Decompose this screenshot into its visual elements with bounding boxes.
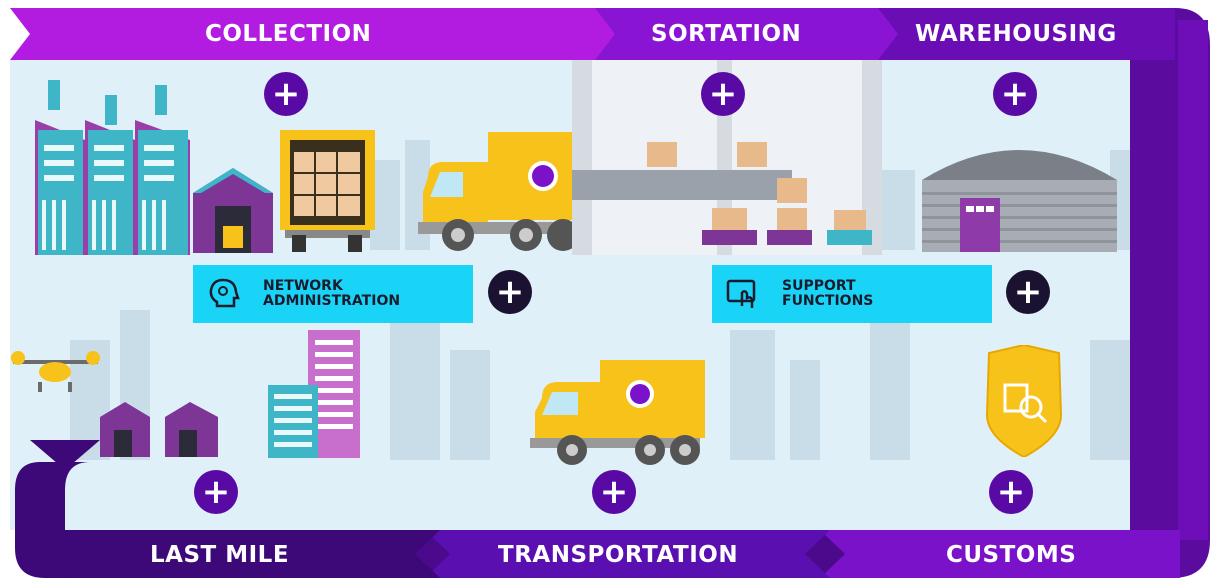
warehouse-hangar-illustration: [922, 150, 1117, 252]
drone-illustration: [11, 351, 100, 392]
function-box-network-administration[interactable]: NETWORK ADMINISTRATION: [193, 265, 473, 323]
function-label-support-functions: SUPPORT FUNCTIONS: [782, 279, 873, 309]
expand-customs-button[interactable]: +: [989, 470, 1033, 514]
function-label-line2: FUNCTIONS: [782, 293, 874, 309]
stage-label-sortation: SORTATION: [651, 21, 802, 47]
factory-illustration: [35, 80, 190, 255]
truck-rear-illustration: [280, 130, 375, 252]
expand-collection-button[interactable]: +: [264, 72, 308, 116]
head-gear-icon: [209, 278, 240, 308]
stage-label-customs: CUSTOMS: [946, 542, 1077, 568]
delivery-truck-top-illustration: [418, 132, 578, 251]
expand-support-functions-button[interactable]: +: [1006, 270, 1050, 314]
city-towers-illustration: [268, 330, 360, 458]
function-label-network-administration: NETWORK ADMINISTRATION: [263, 279, 400, 309]
customs-shield-icon: [985, 345, 1063, 457]
function-label-line1: NETWORK: [263, 278, 343, 294]
stage-label-collection: COLLECTION: [205, 21, 372, 47]
sortation-facility-illustration: [572, 60, 882, 255]
expand-last-mile-button[interactable]: +: [194, 470, 238, 514]
delivery-truck-bottom-illustration: [530, 360, 705, 465]
expand-transportation-button[interactable]: +: [592, 470, 636, 514]
tablet-touch-icon: [726, 279, 756, 308]
function-label-line1: SUPPORT: [782, 278, 856, 294]
houses-illustration: [100, 402, 218, 457]
small-depot-illustration: [193, 168, 273, 253]
stage-label-last-mile: LAST MILE: [150, 542, 290, 568]
expand-warehousing-button[interactable]: +: [993, 72, 1037, 116]
expand-sortation-button[interactable]: +: [701, 72, 745, 116]
stage-label-warehousing: WAREHOUSING: [915, 21, 1117, 47]
expand-network-administration-button[interactable]: +: [488, 270, 532, 314]
stage-label-transportation: TRANSPORTATION: [498, 542, 739, 568]
function-label-line2: ADMINISTRATION: [263, 293, 401, 309]
function-box-support-functions[interactable]: SUPPORT FUNCTIONS: [712, 265, 992, 323]
